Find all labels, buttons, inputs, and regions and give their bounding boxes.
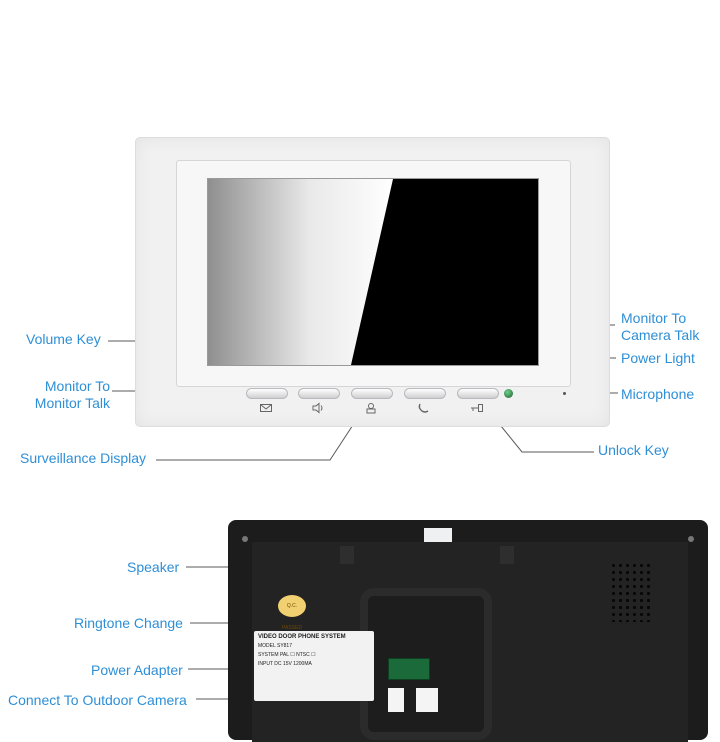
volume-key[interactable]: [298, 388, 340, 399]
label-volume-key: Volume Key: [26, 331, 101, 347]
sticker-model: MODEL SY817: [258, 643, 292, 649]
envelope-icon: [259, 402, 273, 414]
label-monitor-to-camera-talk-line1: Monitor To: [621, 310, 687, 326]
paper-tag: [424, 528, 452, 546]
label-speaker: Speaker: [127, 559, 180, 575]
display-screen: [207, 178, 539, 366]
camera-talk-key[interactable]: [404, 388, 446, 399]
speaker-volume-icon: [311, 402, 325, 414]
monitor-talk-key[interactable]: [246, 388, 288, 399]
label-monitor-to-camera-talk-line2: Camera Talk: [621, 327, 700, 343]
label-power-adapter: Power Adapter: [91, 662, 183, 678]
label-microphone: Microphone: [621, 386, 695, 402]
surveillance-key[interactable]: [351, 388, 393, 399]
label-ringtone-change: Ringtone Change: [74, 615, 183, 631]
mount-clip: [340, 546, 354, 564]
speaker-grill: [610, 562, 652, 622]
screen-bezel: [176, 160, 571, 387]
handset-icon: [417, 402, 431, 414]
label-monitor-to-monitor-talk: Monitor To Monitor Talk: [18, 378, 110, 412]
label-connect-to-outdoor-camera: Connect To Outdoor Camera: [8, 692, 187, 708]
sticker-input: INPUT DC 15V 1200MA: [258, 661, 312, 667]
unlock-key[interactable]: [457, 388, 499, 399]
camera-connector: [416, 688, 438, 712]
front-monitor: [135, 137, 610, 427]
qc-passed-label: Q.C. PASSED: [278, 595, 306, 631]
label-power-light: Power Light: [621, 350, 695, 366]
power-connector: [388, 688, 404, 712]
label-monitor-to-monitor-talk-line2: Monitor Talk: [34, 395, 110, 411]
ringtone-pcb: [388, 658, 430, 680]
key-icon: [470, 402, 484, 414]
label-monitor-to-monitor-talk-line1: Monitor To: [44, 378, 110, 394]
sticker-title: VIDEO DOOR PHONE SYSTEM: [258, 634, 346, 640]
screw: [688, 536, 694, 542]
microphone-hole: [563, 392, 566, 395]
label-surveillance-display: Surveillance Display: [20, 450, 147, 466]
screw: [242, 536, 248, 542]
label-monitor-to-camera-talk: Monitor To Camera Talk: [621, 310, 699, 344]
label-unlock-key: Unlock Key: [598, 442, 669, 458]
mount-clip: [500, 546, 514, 564]
sticker-system: SYSTEM PAL ☐ NTSC ☐: [258, 652, 316, 658]
spec-sticker: VIDEO DOOR PHONE SYSTEM MODEL SY817 SYST…: [254, 631, 374, 701]
back-monitor: Q.C. PASSED VIDEO DOOR PHONE SYSTEM MODE…: [228, 520, 708, 742]
surveillance-icon: [364, 402, 378, 414]
power-light: [504, 389, 513, 398]
